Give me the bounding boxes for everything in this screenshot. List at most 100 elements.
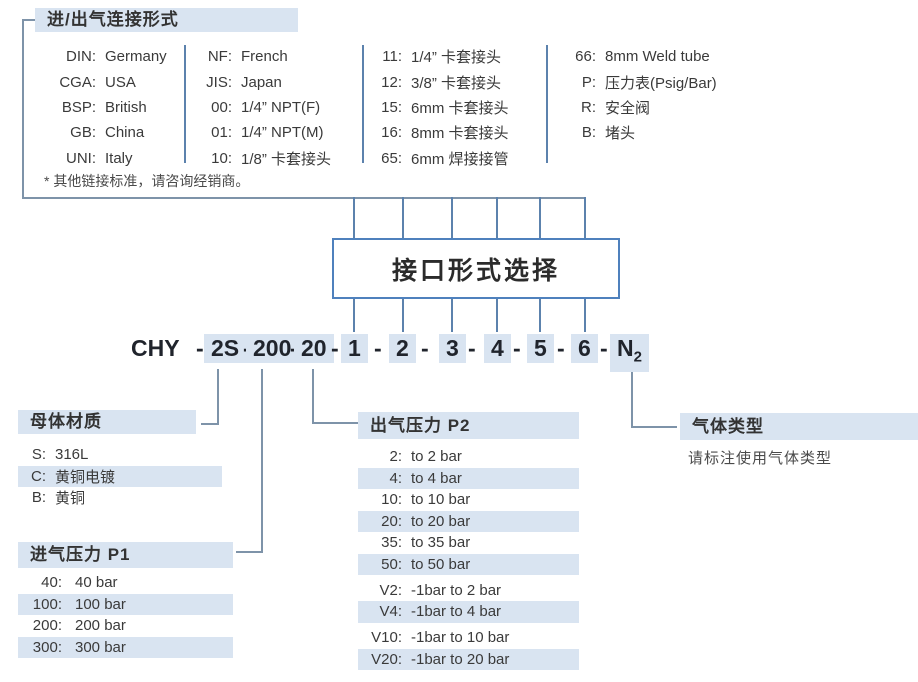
table-row: JIS:Japan [198,69,331,94]
option-label: 黄铜电镀 [55,468,116,486]
list-item: 20: to 20 bar [358,510,579,532]
option-label: 1/4” NPT(M) [241,124,324,142]
table-row: 11: 1/4” 卡套接头 [376,44,509,69]
option-code: 200: [32,617,62,635]
option-label: 1/8” 卡套接头 [241,150,332,168]
gas-connector-h [631,426,677,428]
list-item: 300:300 bar [18,636,233,658]
section-title-text: 出气压力 P2 [370,416,471,435]
code-dash: - [331,335,339,361]
material-options: S: 316L C: 黄铜电镀 B: 黄铜 [18,444,222,509]
table-divider [184,45,186,163]
option-code: B: [581,124,596,142]
option-label: 40 bar [75,574,118,592]
option-code: 12: [381,73,402,91]
p2-options: 2:to 2 bar 4:to 4 bar 10:to 10 bar 20:to… [358,446,579,670]
section-title-p1: 进气压力 P1 [18,542,233,568]
option-label: 100 bar [75,595,126,613]
list-item: V4:-1bar to 4 bar [358,601,579,623]
table-row: B: 堵头 [560,120,717,145]
table-row: UNI:Italy [40,146,167,171]
option-label: French [241,48,288,66]
option-label: 3/8” 卡套接头 [411,74,502,92]
option-code: V4: [379,603,402,621]
section-title-material: 母体材质 [18,410,196,434]
table-row: P:压力表(Psig/Bar) [560,69,717,94]
option-code: 10: [211,149,232,167]
p2-connector-h [312,422,358,424]
option-code: B: [31,489,46,507]
option-code: GB: [70,124,96,142]
code-dash: - [557,335,565,361]
option-code: 65: [381,149,402,167]
connection-table-col4: 66:8mm Weld tube P:压力表(Psig/Bar) R:安全阀 B… [560,44,717,146]
list-item: 100: 100 bar [18,593,233,615]
code-dash: - [421,335,429,361]
option-label: to 4 bar [411,469,462,487]
option-label: 300 bar [75,638,126,656]
option-code: S: [31,446,46,464]
option-label: 1/4” 卡套接头 [411,49,502,67]
option-label: Germany [105,48,167,66]
option-code: 15: [381,98,402,116]
code-port-2: 2 [389,334,416,363]
gas-type-note: 请标注使用气体类型 [688,450,833,467]
table-row: 01: 1/4” NPT(M) [198,120,331,145]
code-gas: N2 [610,334,649,372]
option-label: USA [105,73,136,91]
code-gas-sub: 2 [633,348,642,366]
option-label: 316L [55,446,89,464]
p2-connector-v [312,369,314,424]
option-code: 00: [211,98,232,116]
list-item: V10:-1bar to 10 bar [358,627,579,649]
option-code: 11: [382,48,402,66]
option-label: 200 bar [75,617,126,635]
section-title-text: 进气压力 P1 [30,545,131,564]
section-title-p2: 出气压力 P2 [358,412,579,439]
code-port-1: 1 [341,334,368,363]
option-label: China [105,124,145,142]
table-footnote: * 其他链接标准，请咨询经销商。 [44,173,250,189]
option-label: 安全阀 [605,99,651,117]
list-item: 2:to 2 bar [358,446,579,468]
table-row: 10: 1/8” 卡套接头 [198,146,331,171]
code-port-5: 5 [527,334,554,363]
option-label: 堵头 [605,125,636,143]
material-connector-v [217,369,219,425]
code-dash: - [600,335,608,361]
list-item: B: 黄铜 [18,487,222,509]
option-code: P: [581,73,596,91]
list-item: C: 黄铜电镀 [18,465,222,487]
table-row: 12: 3/8” 卡套接头 [376,69,509,94]
option-label: 8mm 卡套接头 [411,125,509,143]
option-label: 6mm 卡套接头 [411,99,509,117]
option-code: 20: [381,512,402,530]
table-row: CGA:USA [40,69,167,94]
option-label: to 20 bar [411,512,471,530]
list-item: 35:to 35 bar [358,532,579,554]
option-label: to 2 bar [411,448,462,466]
option-label: 黄铜 [55,490,86,508]
option-code: V2: [379,581,402,599]
option-label: British [105,98,147,116]
connection-table-col1: DIN:Germany CGA:USA BSP:British GB:China… [40,44,167,171]
option-label: 8mm Weld tube [605,48,710,66]
port-selection-label: 接口形式选择 [391,256,560,285]
section-title-text: 进/出气连接形式 [47,10,179,29]
code-prefix: CHY [131,335,180,361]
option-code: JIS: [206,73,232,91]
table-divider [546,45,548,163]
table-row: 15: 6mm 卡套接头 [376,95,509,120]
option-code: 100: [32,595,62,613]
option-code: V10: [371,629,402,647]
p1-options: 40:40 bar 100:100 bar 200:200 bar 300:30… [18,572,233,658]
list-item: 50:to 50 bar [358,553,579,575]
option-code: 01: [211,124,232,142]
list-item: 4:to 4 bar [358,467,579,489]
option-label: to 50 bar [411,555,471,573]
table-row: 00:1/4” NPT(F) [198,95,331,120]
option-code: C: [31,467,46,485]
section-title-text: 母体材质 [30,412,102,431]
table-divider [362,45,364,163]
